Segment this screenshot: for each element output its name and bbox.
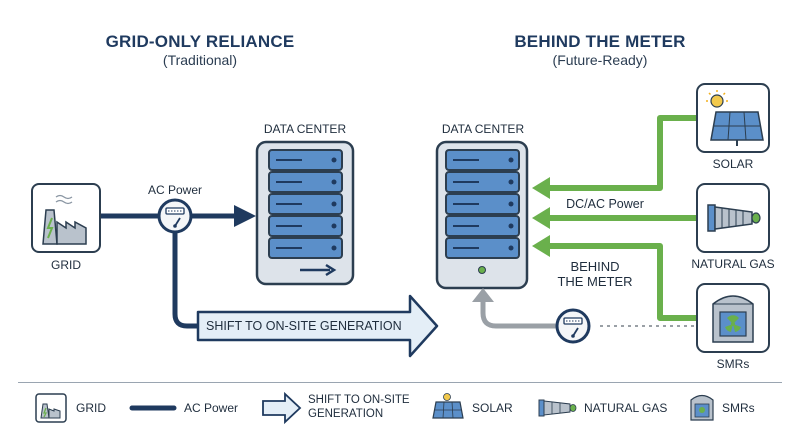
grid-icon xyxy=(31,183,101,253)
ac-power-line xyxy=(100,205,256,227)
legend-shift-label-2: GENERATION xyxy=(308,408,384,420)
right-title: BEHIND THE METER xyxy=(514,32,686,51)
meter-icon xyxy=(555,308,591,344)
natural-gas-icon xyxy=(696,183,770,253)
legend-shift-label-1: SHIFT TO ON-SITE xyxy=(308,394,410,406)
right-data-center-label: DATA CENTER xyxy=(441,122,525,136)
solar-label: SOLAR xyxy=(712,157,754,171)
arrow-icon xyxy=(532,235,550,257)
legend-ac-power-label: AC Power xyxy=(184,401,239,415)
legend-natural-gas-label: NATURAL GAS xyxy=(584,401,668,415)
arrow-icon xyxy=(532,207,550,229)
dcac-power-label: DC/AC Power xyxy=(566,197,644,211)
grid-label: GRID xyxy=(51,258,81,272)
arrow-icon xyxy=(234,205,256,227)
shift-arrow xyxy=(196,294,439,358)
smr-label: SMRs xyxy=(716,357,750,371)
legend-solar-label: SOLAR xyxy=(472,401,513,415)
legend-divider xyxy=(18,382,782,383)
left-title: GRID-ONLY RELIANCE xyxy=(105,32,295,51)
solar-icon xyxy=(696,83,770,153)
natural-gas-label: NATURAL GAS xyxy=(691,257,775,271)
solar-feed xyxy=(548,115,696,191)
ac-power-label: AC Power xyxy=(147,183,203,197)
left-subtitle: (Traditional) xyxy=(162,52,238,68)
legend-smr-icon xyxy=(690,394,714,421)
left-data-center-label: DATA CENTER xyxy=(263,122,347,136)
legend-shift-arrow xyxy=(262,391,302,425)
legend-natural-gas-icon xyxy=(538,399,577,417)
behind-the-meter-label-2: THE METER xyxy=(557,274,633,289)
meter-icon xyxy=(157,198,193,234)
grid-backup-line xyxy=(472,288,696,329)
smr-icon xyxy=(696,283,770,353)
server-icon-left xyxy=(255,140,355,286)
server-icon-right xyxy=(435,140,529,290)
legend-smr-label: SMRs xyxy=(722,401,755,415)
behind-the-meter-label-1: BEHIND xyxy=(570,259,620,274)
legend-solar-icon xyxy=(432,393,464,419)
legend-grid-label: GRID xyxy=(76,401,106,415)
legend-grid-icon xyxy=(35,393,67,423)
shift-connector xyxy=(172,232,200,329)
right-subtitle: (Future-Ready) xyxy=(552,52,648,68)
shift-label: SHIFT TO ON-SITE GENERATION xyxy=(206,319,402,333)
smr-feed xyxy=(548,243,696,321)
arrow-icon xyxy=(532,177,550,199)
